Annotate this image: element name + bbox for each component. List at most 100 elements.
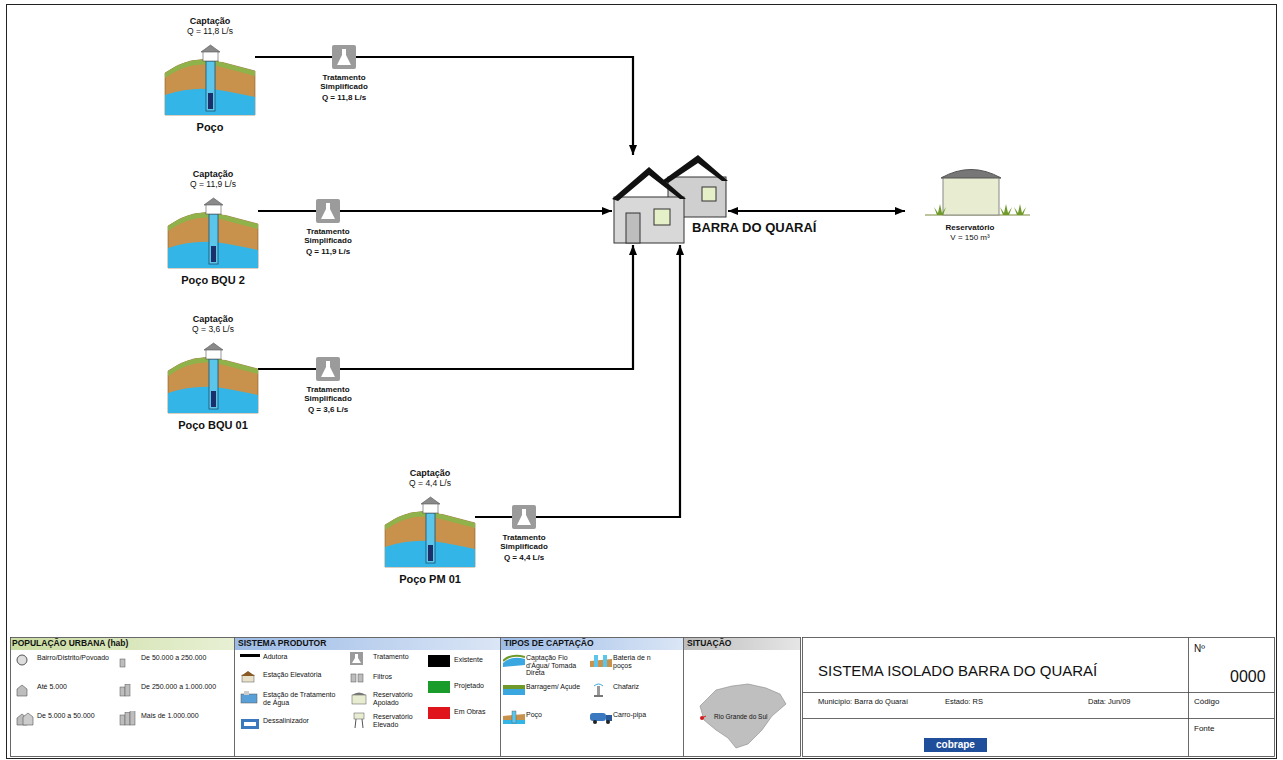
legend-header-band — [11, 638, 800, 650]
house-door — [626, 213, 640, 243]
legend-header-band — [501, 638, 683, 650]
pipe-ray — [222, 347, 256, 351]
pipe-ray — [219, 59, 253, 61]
page-frame — [7, 5, 1277, 759]
pipeline-connector — [356, 57, 633, 155]
treatment-box — [316, 357, 340, 381]
legend-item: Projetado — [428, 681, 498, 699]
pump-house — [423, 503, 438, 513]
legend-symbol — [118, 682, 140, 699]
treatment-icon: Tratamento SimplificadoQ = 4,4 L/s — [512, 505, 536, 529]
flow-value: Q = 4,4 L/s — [409, 479, 451, 489]
pipe-ray — [439, 501, 473, 505]
legend-symbol — [351, 674, 356, 682]
pump-house — [206, 349, 221, 359]
state-map — [702, 716, 706, 718]
well-illustration — [168, 198, 258, 268]
legend-item: Bairro/Distrito/Povoado — [14, 653, 130, 671]
house-body — [614, 197, 684, 243]
legend-heading: SITUAÇÃO — [687, 639, 731, 649]
legend-text: Reservatório Elevado — [373, 713, 429, 728]
legend-item: Poço — [503, 710, 591, 728]
map-label: Rio Grande do Sul — [714, 713, 767, 720]
treatment-label: Tratamento Simplificado — [292, 227, 364, 245]
legend-text: De 50.000 a 250.000 — [141, 654, 239, 662]
well-name: Poço — [197, 121, 224, 134]
legend-header-band — [11, 638, 234, 650]
treatment-label: Tratamento Simplificado — [308, 73, 380, 91]
legend-symbol — [350, 652, 372, 669]
tank-body — [943, 177, 999, 215]
pipeline-connector — [255, 56, 332, 58]
well-pipe — [426, 513, 435, 563]
flow-value: Q = 11,8 L/s — [187, 27, 233, 37]
legend-item: De 50.000 a 250.000 — [118, 653, 242, 671]
company-logo: cobrape — [924, 738, 987, 752]
reservoir-node: ReservatórioV = 150 m³ — [905, 165, 1035, 221]
pipeline-connector — [340, 245, 633, 369]
house-window — [654, 209, 670, 225]
legend-text: Até 5.000 — [37, 683, 127, 691]
page-frame — [7, 5, 1277, 759]
legend-frame — [234, 638, 235, 757]
pipe-ray — [222, 357, 256, 359]
pump-house-roof — [204, 198, 223, 205]
pipeline-connector — [728, 210, 905, 212]
treatment-icon: Tratamento SimplificadoQ = 11,8 L/s — [332, 45, 356, 69]
legend-item: De 5.000 a 50.000 — [14, 711, 130, 729]
treat-illustration — [512, 505, 536, 529]
legend-item: Bateria de n poços — [590, 653, 672, 671]
treatment-box — [512, 505, 536, 529]
legend-symbol — [593, 720, 597, 724]
legend-text: Bairro/Distrito/Povoado — [37, 654, 127, 662]
flow-value: Q = 4,4 L/s — [504, 553, 544, 562]
treat-illustration — [316, 199, 340, 223]
treatment-icon: Tratamento SimplificadoQ = 3,6 L/s — [316, 357, 340, 381]
legend-symbol — [17, 655, 27, 665]
municipality-field: Município: Barra do Quaraí — [818, 698, 908, 707]
legend-text: Barragem/ Açude — [526, 683, 588, 691]
source-field: Fonte — [1194, 724, 1214, 733]
house-roof — [612, 167, 686, 201]
legend-symbol — [590, 713, 606, 721]
drawing-number: 0000 — [1230, 668, 1266, 686]
pipe-ray — [222, 208, 256, 210]
city-node: BARRA DO QUARAÍ — [612, 155, 728, 245]
pump — [428, 545, 433, 561]
legend-symbol — [125, 685, 130, 697]
legend-item: Existente — [428, 655, 498, 673]
legend-symbol — [120, 715, 125, 725]
legend-item: Filtros — [350, 672, 436, 690]
legend-item: Mais de 1.000.000 — [118, 711, 242, 729]
well-name: Poço BQU 01 — [178, 419, 248, 432]
well-illustration — [165, 45, 255, 115]
title-block-frame — [1188, 638, 1189, 757]
legend-symbol — [14, 653, 36, 670]
legend-symbol — [23, 713, 33, 725]
legend-heading: TIPOS DE CAPTAÇÃO — [504, 639, 594, 649]
city-name: BARRA DO QUARAÍ — [692, 221, 816, 236]
soil — [385, 512, 475, 568]
soil — [168, 358, 258, 414]
legend-symbol — [503, 682, 525, 699]
legend-text: Dessalinizador — [263, 717, 343, 725]
legend-symbol — [594, 695, 603, 697]
legend-text: De 5.000 a 50.000 — [37, 712, 127, 720]
flask — [321, 203, 335, 219]
legend-text: De 250.000 a 1.000.000 — [141, 683, 239, 691]
legend-text: Filtros — [373, 673, 433, 681]
pipeline-connector — [258, 368, 316, 370]
pump-house-roof — [421, 497, 440, 504]
legend-symbol — [125, 713, 130, 726]
legend-item: Carro-pipa — [590, 710, 672, 728]
legend-item: Em Obras — [428, 707, 498, 725]
legend-symbol — [240, 690, 262, 707]
pump-house — [203, 51, 218, 61]
capture-heading: Captação — [190, 16, 231, 26]
pipeline-connector — [536, 245, 680, 517]
legend-symbol — [590, 682, 612, 699]
treat-illustration — [316, 357, 340, 381]
treatment-label: Tratamento Simplificado — [488, 533, 560, 551]
legend-symbol — [512, 711, 516, 723]
title-block-frame — [803, 638, 1275, 757]
